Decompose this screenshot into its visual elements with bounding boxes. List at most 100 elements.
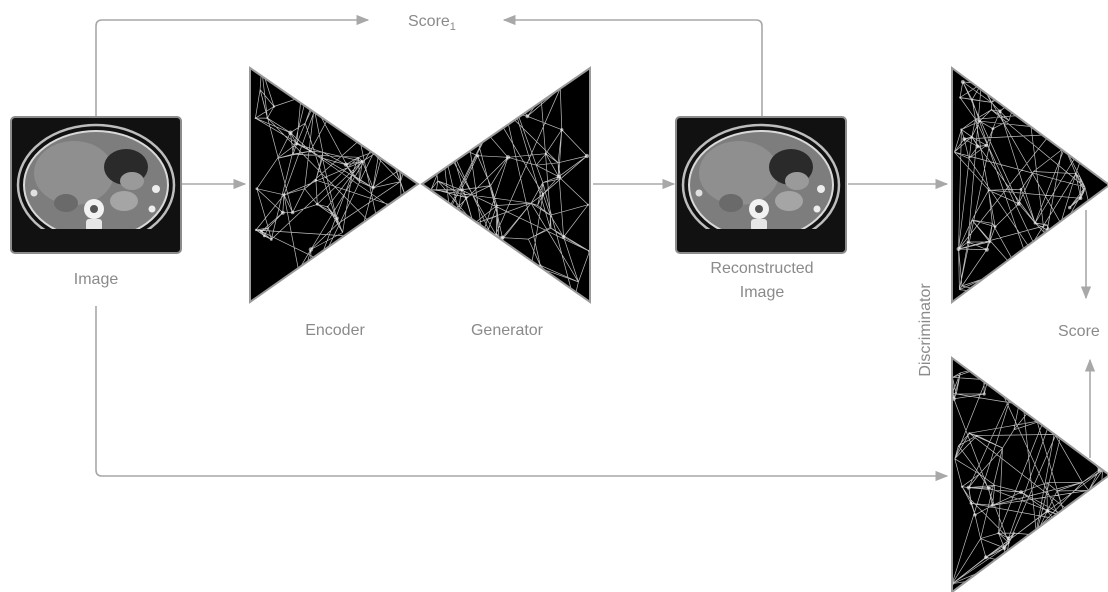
input-image [11,117,181,253]
network-node [1014,97,1017,100]
network-node [314,102,316,104]
network-node [1020,188,1023,191]
ct-scan-shape [814,206,821,213]
network-node [1024,280,1026,282]
network-node [1046,269,1048,271]
ct-scan-shape [775,191,803,211]
network-node [295,299,299,303]
network-node [375,286,377,288]
network-node [985,248,989,252]
network-node [263,235,266,238]
network-node [1019,490,1023,494]
network-node [465,196,468,199]
network-node [1011,79,1013,81]
network-node [485,99,489,103]
network-node [335,217,338,220]
network-node [462,237,465,240]
network-node [393,108,396,111]
network-node [316,203,319,206]
network-node [542,193,545,196]
network-node [371,186,374,189]
network-node [961,486,963,488]
encoder-network [250,68,418,303]
network-node [557,175,561,179]
reconstructed-image-label-line2: Image [740,284,785,301]
network-node [327,206,329,208]
ct-scan-shape [34,141,114,205]
network-node [527,285,529,287]
network-node [460,189,463,192]
ct-scan-shape [110,191,138,211]
network-node [562,235,566,239]
network-node [1004,560,1008,564]
network-node [971,99,973,101]
network-node [1026,295,1029,298]
network-node [587,204,589,206]
network-node [984,555,988,559]
network-node [560,128,563,131]
network-node [1017,202,1021,206]
network-node [281,211,285,215]
network-node [985,144,989,148]
network-node [428,119,432,123]
network-node [1047,257,1051,261]
network-node [1074,72,1077,75]
ct-scan-shape [699,141,779,205]
network-node [370,102,374,106]
network-node [270,238,273,241]
network-node [283,193,286,196]
network-node [1097,434,1100,437]
ct-scan-shape [149,206,156,213]
network-node [1008,542,1010,544]
network-node [255,117,257,119]
network-node [1063,146,1066,149]
network-node [962,137,966,141]
network-node [315,179,318,182]
network-node [307,84,311,88]
network-node [573,300,575,302]
image-label: Image [74,271,119,288]
ct-scan-shape [18,229,174,253]
network-node [1068,206,1071,209]
network-node [1086,128,1089,131]
ct-scan-shape [755,205,763,213]
network-node [378,75,382,79]
network-node [959,97,961,99]
score1-label: Score1 [408,13,456,33]
network-node [451,111,455,115]
network-node [1075,173,1077,175]
network-node [545,153,547,155]
network-node [496,204,498,206]
arrow-image-to-score1 [96,20,368,116]
network-node [1071,518,1075,522]
reconstructed-image [676,117,846,253]
network-node [960,128,962,130]
network-node [1007,536,1011,540]
network-node [452,239,455,242]
network-node [476,154,479,157]
network-node [1019,373,1021,375]
network-node [295,142,298,145]
network-node [472,223,474,225]
network-node [1045,509,1049,513]
ct-scan-shape [152,185,160,193]
network-node [448,142,451,145]
network-node [976,145,979,148]
ct-scan-shape [683,229,839,253]
network-node [967,486,971,490]
discriminator-network-top [952,68,1108,302]
network-node [346,79,348,81]
encoder-label: Encoder [305,322,365,339]
ct-scan-shape [54,194,78,212]
network-node [1048,383,1050,385]
network-node [957,247,961,251]
ct-scan-shape [719,194,743,212]
discriminator-label: Discriminator [917,283,934,377]
network-node [970,502,973,505]
network-node [460,78,463,81]
network-node [344,163,348,167]
network-node [475,255,477,257]
network-node [462,98,464,100]
network-node [1042,418,1046,422]
